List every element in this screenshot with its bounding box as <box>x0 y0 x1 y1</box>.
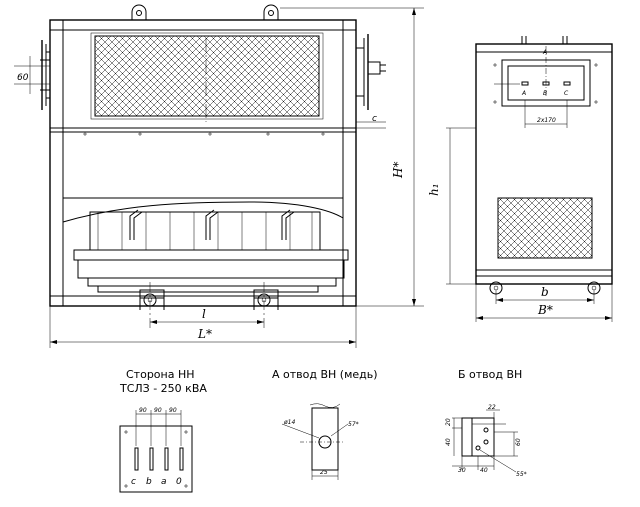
svg-text:l: l <box>202 307 206 321</box>
caption-hv-tap-a: А отвод ВН (медь) <box>272 368 378 381</box>
vent-mesh-side <box>497 197 593 259</box>
caption-model: ТСЛЗ - 250 кВА <box>119 382 207 395</box>
svg-text:20: 20 <box>445 418 452 426</box>
svg-text:c: c <box>131 477 136 487</box>
dim-H: H* <box>280 7 424 307</box>
side-view: A A B C 2x170 h₁ <box>427 36 613 322</box>
svg-text:A: A <box>521 90 526 97</box>
front-view: 60 c H* l <box>14 4 424 348</box>
svg-text:90: 90 <box>169 407 177 414</box>
dim-B: B* <box>475 284 613 322</box>
svg-text:55*: 55* <box>516 471 527 478</box>
dim-b: b <box>495 285 595 304</box>
svg-text:40: 40 <box>445 438 452 446</box>
svg-text:60: 60 <box>515 438 522 446</box>
svg-text:c: c <box>372 114 377 124</box>
wheel-left <box>139 289 165 310</box>
svg-text:2x170: 2x170 <box>537 117 556 124</box>
enclosure-outline <box>49 19 357 307</box>
panel-bolts <box>83 132 325 136</box>
detail-hv-tap-b: 22 20 40 60 30 40 55* <box>445 404 527 478</box>
dim-h1: h₁ <box>427 127 476 285</box>
svg-text:57*: 57* <box>348 421 359 428</box>
detail-hv-tap-a: ø14 57* 25 <box>281 403 359 480</box>
dim-2x170: 2x170 <box>524 100 568 128</box>
dim-L: L* <box>49 306 357 348</box>
lifting-eye-left <box>131 4 147 20</box>
core-windings <box>62 201 349 293</box>
caption-lv-side: Сторона НН <box>126 368 195 381</box>
svg-text:30: 30 <box>458 467 466 474</box>
right-bushing <box>356 34 386 110</box>
detail-lv-side: 90 90 90 c b a 0 <box>119 407 193 493</box>
svg-text:A: A <box>542 49 547 56</box>
caption-hv-tap-b: Б отвод ВН <box>458 368 522 381</box>
svg-text:ø14: ø14 <box>283 419 295 426</box>
svg-text:b: b <box>146 477 152 487</box>
svg-text:40: 40 <box>480 467 488 474</box>
svg-text:25: 25 <box>320 469 328 476</box>
dim-60: 60 <box>14 56 50 94</box>
svg-text:h₁: h₁ <box>427 183 441 196</box>
svg-text:B*: B* <box>537 303 553 317</box>
dim-c: c <box>356 114 386 129</box>
dim-l: l <box>150 307 264 324</box>
lifting-eye-right <box>263 4 279 20</box>
svg-text:a: a <box>161 477 167 487</box>
svg-text:60: 60 <box>17 73 29 83</box>
svg-text:C: C <box>564 90 569 97</box>
vent-mesh-front <box>94 35 320 117</box>
svg-text:H*: H* <box>391 162 405 179</box>
svg-text:b: b <box>541 285 549 299</box>
svg-text:L*: L* <box>197 327 212 341</box>
svg-text:0: 0 <box>176 477 182 487</box>
svg-text:90: 90 <box>139 407 147 414</box>
wheel-right <box>253 289 279 310</box>
left-bushing <box>40 40 50 110</box>
svg-text:22: 22 <box>488 404 496 411</box>
svg-text:B: B <box>543 90 547 97</box>
svg-text:90: 90 <box>154 407 162 414</box>
